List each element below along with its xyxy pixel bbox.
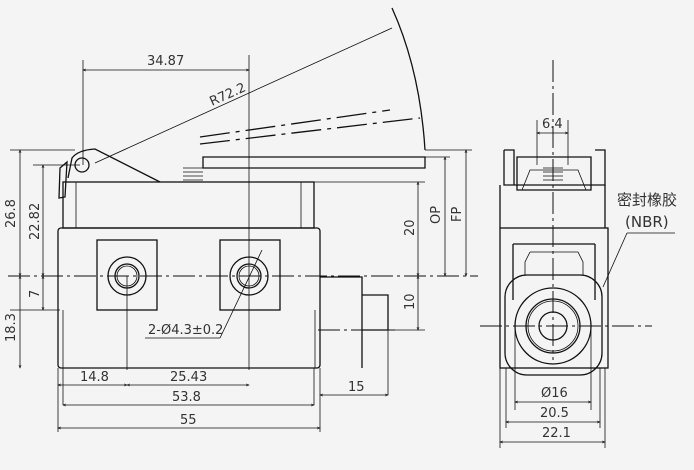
seal-boot (504, 274, 603, 376)
dim-22-82: 22.82 (28, 203, 43, 240)
dim-6-4: 6.4 (542, 117, 563, 132)
dim-26-8: 26.8 (4, 199, 19, 228)
dim-18-3: 18.3 (4, 313, 19, 342)
dim-20-5: 20.5 (540, 406, 569, 421)
dim-op: OP (429, 206, 444, 224)
side-body (499, 227, 609, 369)
dim-10: 10 (403, 293, 418, 310)
dim-r72-2: R72.2 (208, 81, 249, 110)
dim-25-43: 25.43 (170, 370, 207, 385)
seal-label: 密封橡胶 (617, 191, 677, 209)
lever-arc (391, 7, 426, 151)
seal-material: (NBR) (625, 213, 669, 231)
dim-34-87: 34.87 (147, 54, 184, 69)
dim-fp: FP (450, 207, 465, 222)
spring-side (543, 167, 563, 181)
lever-arm (67, 148, 161, 183)
dim-7: 7 (28, 290, 43, 298)
dim-55: 55 (180, 413, 197, 428)
dim-14-8: 14.8 (80, 370, 109, 385)
dim-53-8: 53.8 (172, 390, 201, 405)
mount-hole-right (229, 256, 269, 296)
dim-mount-holes: 2-Ø4.3±0.2 (148, 323, 223, 338)
dim-22-1: 22.1 (542, 426, 571, 441)
dim-20: 20 (403, 219, 418, 236)
front-view: 34.87 R72.2 26.8 22.82 7 18.3 20 OP FP 1… (4, 7, 478, 432)
actuator-lever (202, 156, 426, 169)
spring (183, 167, 203, 181)
switch-head (62, 181, 315, 229)
dim-16: Ø16 (541, 386, 568, 401)
side-view: 6.4 Ø16 20.5 22.1 密封橡胶 (NBR) (480, 60, 677, 448)
dim-15: 15 (348, 380, 365, 395)
